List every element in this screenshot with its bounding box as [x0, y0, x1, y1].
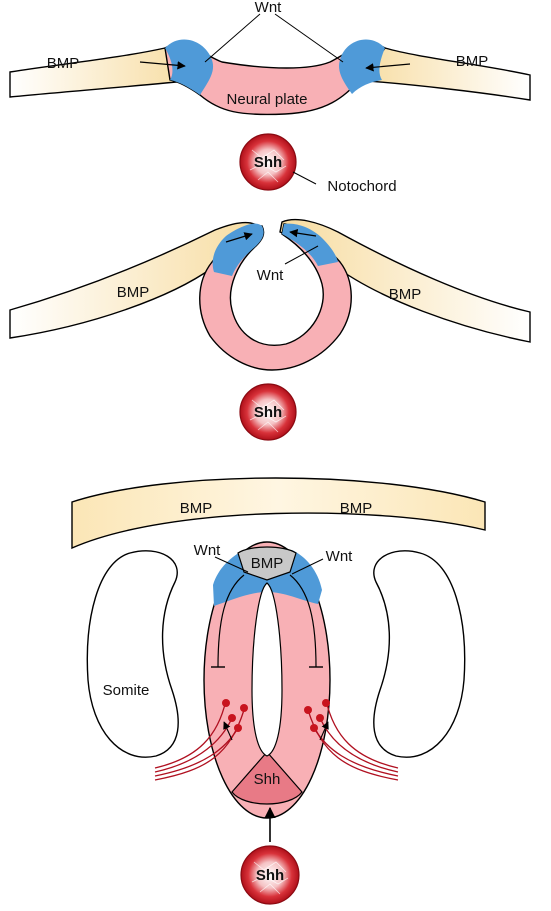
bmp-label-top-right: BMP [456, 53, 489, 70]
wnt-pointer-fold [284, 245, 319, 265]
floor-plate [231, 751, 303, 805]
notochord-pointer [292, 171, 317, 185]
bmp-inhibition-left [217, 574, 245, 668]
bmp-label-bottom-right: BMP [340, 500, 373, 517]
wnt-label-top: Wnt [255, 0, 283, 16]
shh-label-top: Shh [254, 154, 282, 171]
somite-right [373, 550, 466, 758]
somite-left [86, 550, 179, 758]
ectoderm-band [71, 477, 486, 550]
wnt-label-bottom-left: Wnt [194, 542, 222, 559]
bmp-label-bottom-left: BMP [180, 500, 213, 517]
notochord-bottom: Shh [240, 845, 300, 905]
somite-label: Somite [103, 682, 150, 699]
bmp-label-middle-right: BMP [389, 286, 422, 303]
wnt-pointer-bottom-right [291, 558, 324, 575]
bmp-roof-label: BMP [251, 555, 284, 572]
bmp-arrow-fold-right [289, 228, 317, 238]
wnt-label-middle: Wnt [257, 267, 285, 284]
ectoderm-fold-right [279, 218, 531, 343]
shh-label-middle: Shh [254, 404, 282, 421]
motor-neurons-right [304, 699, 330, 732]
roof-plate [237, 546, 297, 581]
bmp-arrow-right [365, 63, 411, 72]
bmp-label-top-left: BMP [47, 55, 80, 72]
bmp-inhibition-right [289, 574, 317, 668]
wnt-pointer-right [274, 13, 344, 63]
panel-neural-tube: BMP BMP Somite Wnt Wnt BMP Shh [71, 477, 486, 905]
shh-label-notochord-bottom: Shh [256, 867, 284, 884]
axon-arrow-left [223, 721, 233, 741]
notochord-middle: Shh [239, 383, 297, 441]
motor-neurons-left [222, 699, 248, 732]
wnt-label-bottom-right: Wnt [326, 548, 354, 565]
notochord-label: Notochord [327, 178, 396, 195]
notochord-top: Shh [239, 133, 297, 191]
bmp-label-middle-left: BMP [117, 284, 150, 301]
axon-arrow-right [319, 721, 329, 741]
wnt-pointer-left [204, 13, 261, 63]
neural-canal [251, 582, 283, 757]
wnt-domain-left [165, 39, 214, 95]
wnt-domain-right [339, 39, 385, 94]
shh-floor-label: Shh [254, 771, 281, 788]
panel-neural-fold: Wnt BMP BMP Shh [9, 218, 531, 441]
wnt-pointer-bottom-left [214, 556, 249, 573]
bmp-arrow-fold-left [225, 232, 253, 243]
panel-neural-plate: Wnt BMP BMP Neural plate Shh Notochord [9, 0, 531, 195]
bmp-arrow-left [139, 61, 186, 70]
neural-plate-label: Neural plate [227, 91, 308, 108]
